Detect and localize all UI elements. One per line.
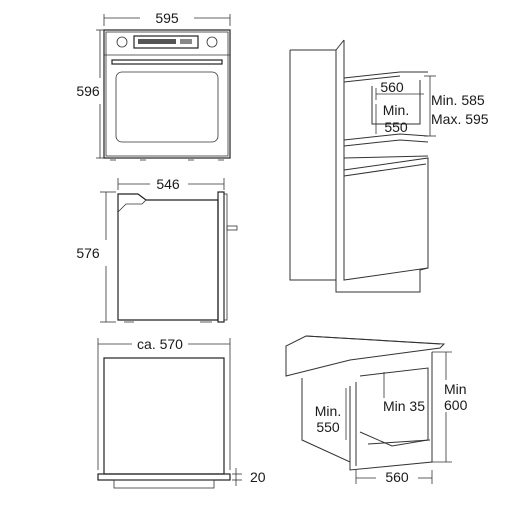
tall-height-max-label: Max. 595 [431, 111, 489, 127]
under-height-value-label: 600 [444, 397, 468, 413]
side-height-label: 576 [76, 245, 100, 261]
top-panel-label: 20 [250, 469, 266, 485]
top-depth-label: ca. 570 [137, 336, 183, 352]
under-height-min-label: Min [444, 381, 467, 397]
tall-height-min-label: Min. 585 [431, 92, 485, 108]
tall-depth-min-label: Min. [383, 102, 409, 118]
under-vent-label: Min 35 [383, 398, 425, 414]
front-width-label: 595 [155, 10, 179, 26]
under-depth-min-label: Min. [315, 403, 341, 419]
undercounter-cabinet [285, 335, 452, 484]
tall-cabinet [289, 39, 436, 293]
oven-top-view [97, 338, 242, 489]
oven-side-view [100, 178, 238, 323]
tall-depth-value-label: 550 [384, 119, 408, 135]
side-depth-label: 546 [156, 176, 180, 192]
front-height-label: 596 [76, 83, 100, 99]
under-width-label: 560 [385, 469, 409, 485]
oven-front-view [96, 14, 231, 161]
tall-width-label: 560 [380, 79, 404, 95]
under-depth-value-label: 550 [316, 419, 340, 435]
